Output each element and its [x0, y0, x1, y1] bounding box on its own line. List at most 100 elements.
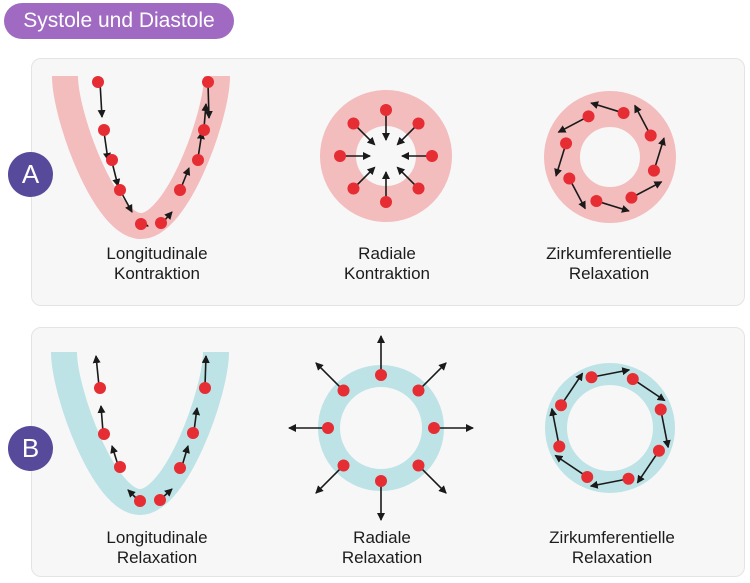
particle-dot [187, 427, 199, 439]
particle-dot [375, 369, 387, 381]
particle-dot [135, 218, 147, 230]
motion-arrow [420, 362, 447, 389]
particle-dot [582, 110, 595, 123]
particle-dot [114, 184, 126, 196]
motion-arrow [589, 477, 629, 489]
particle-dot [553, 440, 566, 453]
particle-dot [154, 494, 166, 506]
particle-dot [560, 137, 573, 150]
particle-dot [428, 422, 440, 434]
particle-dot [347, 182, 360, 195]
particle-dot [412, 384, 425, 397]
motion-arrow [636, 450, 660, 484]
particle-dot [106, 154, 118, 166]
caption-line: Relaxation [341, 548, 423, 567]
particle-dot [174, 462, 186, 474]
particle-dot [626, 373, 639, 386]
particle-dot [647, 164, 660, 177]
motion-arrow [181, 445, 190, 467]
caption-line: Relaxation [116, 548, 198, 567]
row-b-badge: B [8, 426, 53, 471]
motion-arrow [355, 166, 376, 187]
particle-dot [585, 371, 598, 384]
caption-line: Kontraktion [344, 264, 430, 283]
particle-dot [98, 428, 110, 440]
ring-wall [545, 363, 675, 493]
particle-dot [622, 472, 635, 485]
motion-arrow [396, 125, 417, 146]
particle-dot [174, 184, 186, 196]
motion-arrow [659, 409, 671, 449]
row-a-badge: A [8, 152, 53, 197]
particle-dot [654, 403, 667, 416]
motion-arrow [97, 405, 106, 433]
particle-dot [563, 172, 576, 185]
caption-radial-relaxation: Radiale Relaxation [282, 528, 482, 568]
particle-dot [412, 182, 425, 195]
motion-arrow [396, 166, 417, 187]
caption-longitudinal-relaxation: Longitudinale Relaxation [57, 528, 257, 568]
particle-dot [337, 459, 350, 472]
particle-dot [192, 154, 204, 166]
particle-dot [334, 150, 346, 162]
particle-dot [114, 461, 126, 473]
particle-dot [412, 117, 425, 130]
motion-arrow [420, 467, 447, 494]
particle-dot [644, 129, 657, 142]
caption-line: Radiale [353, 528, 411, 547]
particle-dot [92, 76, 104, 88]
caption-line: Zirkumferentielle [546, 244, 672, 263]
caption-line: Zirkumferentielle [549, 528, 675, 547]
motion-arrow [120, 191, 133, 213]
caption-circumferential-relaxation-a: Zirkumferentielle Relaxation [509, 244, 709, 284]
motion-arrow [549, 407, 561, 447]
particle-dot [625, 191, 638, 204]
motion-arrow [315, 467, 342, 494]
motion-arrow [192, 407, 201, 432]
particle-dot [617, 107, 630, 120]
motion-arrow [97, 81, 106, 118]
caption-line: Kontraktion [114, 264, 200, 283]
caption-line: Radiale [358, 244, 416, 263]
motion-arrow [591, 367, 631, 379]
particle-dot [337, 384, 350, 397]
particle-dot [412, 459, 425, 472]
caption-circumferential-relaxation-b: Zirkumferentielle Relaxation [512, 528, 712, 568]
particle-dot [134, 495, 146, 507]
particle-dot [202, 76, 214, 88]
caption-line: Longitudinale [106, 244, 208, 263]
motion-arrow [196, 131, 205, 159]
particle-dot [94, 382, 106, 394]
particle-dot [198, 124, 210, 136]
motion-arrow [554, 454, 588, 478]
motion-arrow [560, 372, 584, 406]
particle-dot [155, 217, 167, 229]
motion-arrow [204, 83, 213, 119]
motion-arrow [92, 355, 101, 387]
caption-radial-contraction: Radiale Kontraktion [287, 244, 487, 284]
caption-line: Longitudinale [106, 528, 208, 547]
particle-dot [322, 422, 334, 434]
particle-dot [347, 117, 360, 130]
motion-arrow [201, 355, 210, 387]
particle-dot [380, 104, 392, 116]
particle-dot [555, 399, 568, 412]
particle-dot [590, 194, 603, 207]
caption-longitudinal-contraction: Longitudinale Kontraktion [57, 244, 257, 284]
motion-arrow [111, 161, 121, 187]
particle-dot [199, 382, 211, 394]
caption-line: Relaxation [571, 548, 653, 567]
motion-arrow [315, 362, 342, 389]
particle-dot [652, 444, 665, 457]
particle-dot [375, 475, 387, 487]
motion-arrow [632, 378, 666, 402]
particle-dot [581, 470, 594, 483]
title-banner: Systole und Diastole [4, 3, 234, 39]
particle-dot [426, 150, 438, 162]
motion-arrow [355, 125, 376, 146]
u-shaped-wall [51, 351, 229, 516]
u-shaped-wall [52, 75, 230, 240]
particle-dot [98, 124, 110, 136]
motion-arrow [103, 131, 111, 161]
